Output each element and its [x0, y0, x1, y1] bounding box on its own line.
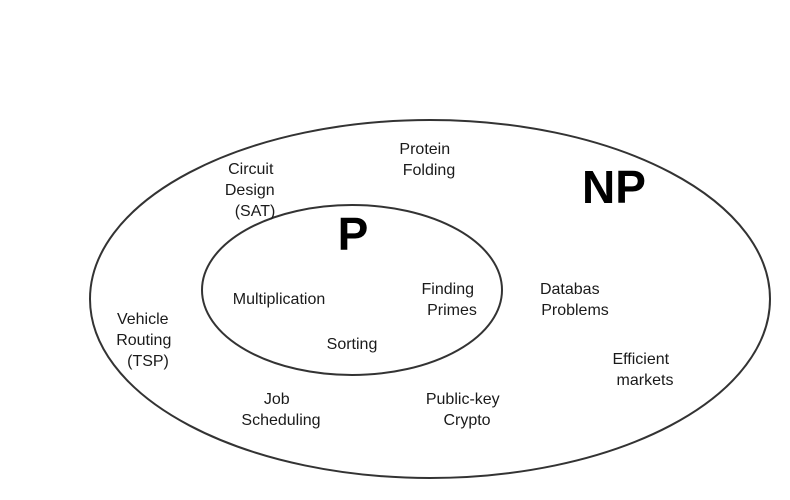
protein-folding-label: Protein Folding: [399, 141, 455, 179]
sorting-label: Sorting: [327, 336, 378, 353]
job-scheduling-label: Job Scheduling: [241, 391, 320, 429]
efficient-markets-label: Efficient markets: [612, 351, 673, 389]
database-problems-label: Databas Problems: [540, 281, 609, 319]
p-set-title: P: [338, 208, 369, 260]
finding-primes-label: Finding Primes: [422, 281, 479, 319]
circuit-design-label: Circuit Design (SAT): [225, 161, 279, 220]
public-key-crypto-label: Public-key Crypto: [426, 391, 504, 429]
p-set-boundary: [201, 204, 503, 376]
multiplication-label: Multiplication: [233, 291, 325, 308]
vehicle-routing-label: Vehicle Routing (TSP): [116, 311, 176, 370]
np-set-boundary: [89, 119, 771, 479]
np-set-title: NP: [582, 161, 646, 213]
